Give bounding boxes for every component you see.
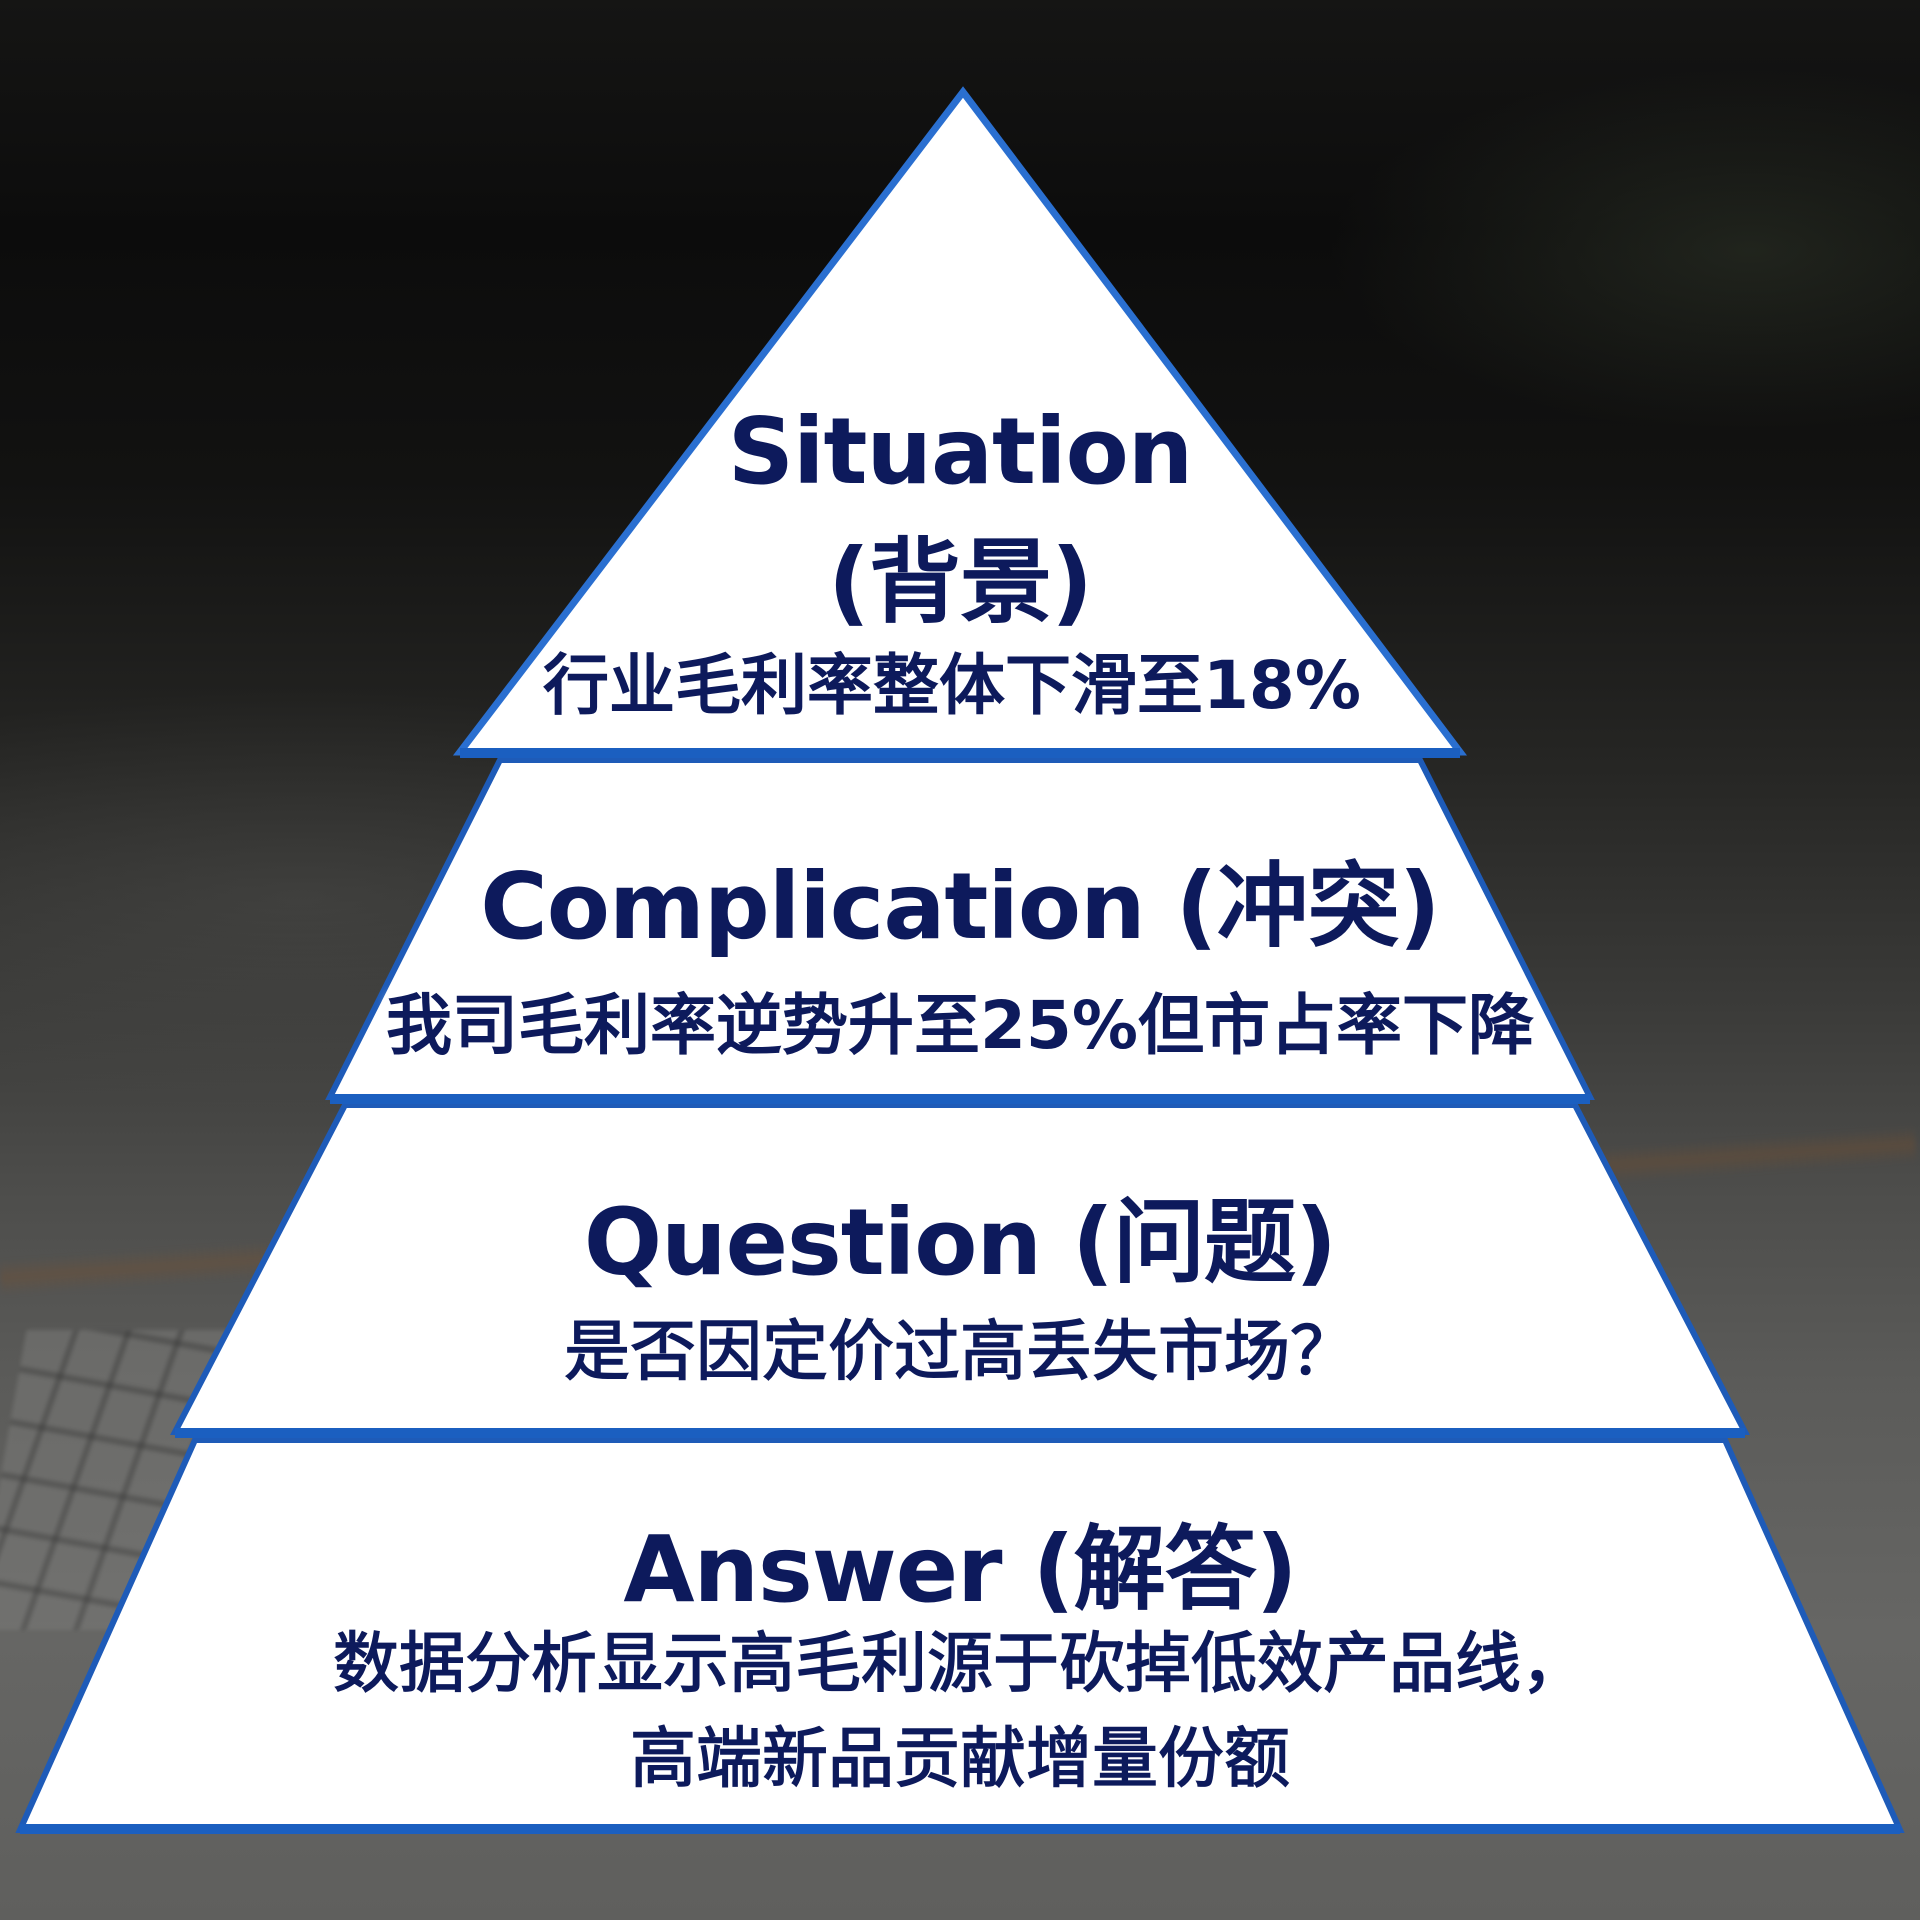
question-body: 是否因定价过高丢失市场？: [563, 1312, 1357, 1391]
tier-complication-shape: [325, 757, 1595, 1104]
tier-situation-shape: [452, 86, 1468, 758]
answer-body-line2: 高端新品贡献增量份额: [629, 1719, 1291, 1798]
tier-question-shape: [170, 1102, 1750, 1438]
situation-title-cn: (背景): [827, 529, 1093, 636]
answer-title: Answer (解答): [623, 1516, 1297, 1623]
answer-body-line1: 数据分析显示高毛利源于砍掉低效产品线，: [332, 1624, 1588, 1703]
question-title: Question (问题): [583, 1189, 1337, 1296]
complication-body: 我司毛利率逆势升至25%但市占率下降: [386, 987, 1534, 1064]
situation-title: Situation: [727, 398, 1194, 505]
tier-answer-shape: [15, 1437, 1905, 1834]
situation-body: 行业毛利率整体下滑至18%: [543, 647, 1361, 724]
complication-title: Complication (冲突): [480, 853, 1440, 960]
